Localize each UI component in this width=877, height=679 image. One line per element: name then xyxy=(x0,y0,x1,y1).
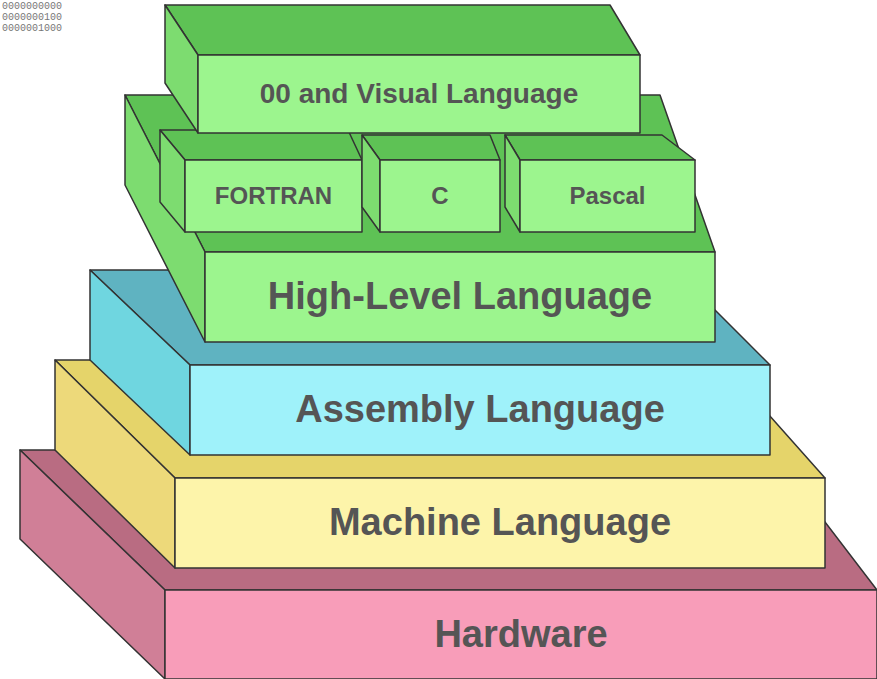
front-face: Hardware xyxy=(165,590,877,679)
language-block: Pascal xyxy=(505,135,695,232)
front-face: Machine Language xyxy=(175,478,825,568)
language-block: C xyxy=(362,135,500,232)
slab-outline xyxy=(160,130,362,232)
slab-face xyxy=(362,135,380,232)
slab-face xyxy=(55,360,825,478)
slab-face xyxy=(505,135,695,160)
layer-label: 00 and Visual Language xyxy=(260,79,578,110)
binary-text: 0000000000 xyxy=(2,2,62,12)
slab-face xyxy=(125,95,715,252)
slab-face xyxy=(160,130,185,232)
front-face: FORTRAN xyxy=(185,160,362,232)
binary-text: 0000000100 xyxy=(2,13,62,23)
language-block: FORTRAN xyxy=(160,130,362,232)
slab-outline xyxy=(362,135,500,232)
slab-face xyxy=(190,365,770,455)
slab-face xyxy=(505,135,520,232)
slab-face xyxy=(520,160,695,232)
layer-label: C xyxy=(431,183,448,209)
slab-face xyxy=(362,135,500,160)
slab-face xyxy=(90,270,770,365)
slab-face xyxy=(165,590,877,679)
front-face: 00 and Visual Language xyxy=(198,55,640,133)
slab-face xyxy=(175,478,825,568)
slab-outline xyxy=(165,5,640,133)
layer-label: FORTRAN xyxy=(215,183,332,209)
slab-face xyxy=(20,450,877,590)
slab-face xyxy=(160,130,362,160)
front-face: Pascal xyxy=(520,160,695,232)
front-face: Assembly Language xyxy=(190,365,770,455)
front-face: C xyxy=(380,160,500,232)
oo-visual-block: 00 and Visual Language xyxy=(165,5,640,133)
slab-face xyxy=(165,5,640,55)
layer-label: Machine Language xyxy=(329,502,671,544)
layer-label: Hardware xyxy=(434,614,607,656)
binary-text: 0000001000 xyxy=(2,24,62,34)
slab-face xyxy=(205,252,715,342)
slab-face xyxy=(20,450,165,679)
layer-label: Pascal xyxy=(569,183,645,209)
front-face: High-Level Language xyxy=(205,252,715,342)
slab-face xyxy=(380,160,500,232)
slab-face xyxy=(198,55,640,133)
layer-label: High-Level Language xyxy=(268,276,652,318)
layer-label: Assembly Language xyxy=(295,389,665,431)
slab-face xyxy=(185,160,362,232)
